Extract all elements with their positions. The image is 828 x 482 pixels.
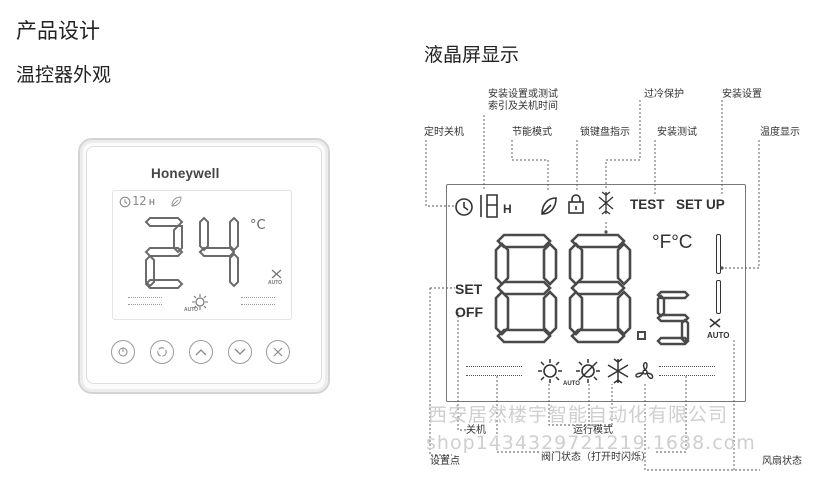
device-temperature-digits: [144, 216, 239, 289]
label-set-point: 设置点: [430, 456, 460, 467]
device-unit: °C: [250, 218, 266, 233]
label-install-setting-query: 安装设置或测试: [488, 89, 558, 100]
fan-blade-icon: [635, 362, 654, 380]
overcool-snowflake-icon: [598, 191, 614, 215]
device-valve-bar-right: [241, 297, 275, 305]
section-title-lcd: 液晶屏显示: [424, 44, 520, 66]
valve-bar-left: [466, 366, 522, 376]
device-valve-bar-left: [128, 297, 162, 305]
label-install-setting: 安装设置: [722, 89, 762, 100]
fan-button[interactable]: [266, 340, 290, 364]
label-index-shutdown-time: 索引及关机时间: [488, 101, 558, 112]
label-timer-off: 定时关机: [424, 127, 464, 138]
device-mode-auto: AUTO: [184, 307, 199, 313]
label-run-mode: 运行模式: [573, 425, 613, 436]
temp-bar-lower: [716, 280, 721, 314]
heat-sun-icon: [538, 359, 562, 383]
label-temp-display: 温度显示: [760, 127, 800, 138]
chevron-up-icon: [195, 349, 207, 356]
leaf-icon: [171, 196, 182, 207]
lock-icon: [568, 194, 584, 214]
label-energy-mode: 节能模式: [512, 127, 552, 138]
mode-button[interactable]: [150, 340, 174, 364]
lcd-fan-icon: [709, 318, 721, 328]
label-fan-status: 风扇状态: [762, 456, 802, 467]
up-button[interactable]: [189, 340, 213, 364]
decimal-digit: [656, 290, 690, 346]
valve-bar-right: [659, 366, 715, 376]
down-button[interactable]: [228, 340, 252, 364]
chevron-down-icon: [234, 348, 246, 355]
label-overcool-protect: 过冷保护: [644, 89, 684, 100]
label-install-test: 安装测试: [657, 127, 697, 138]
timer-clock-icon: [455, 198, 473, 216]
watermark-shop: shop1434329721219.1688.com: [426, 432, 756, 454]
power-button[interactable]: [111, 340, 135, 364]
hour-digits: [480, 194, 498, 218]
setup-indicator: SET UP: [676, 197, 725, 212]
off-indicator: OFF: [455, 304, 483, 320]
set-indicator: SET: [455, 281, 483, 297]
device-time-unit: H: [149, 198, 155, 207]
device-fan-icon: [271, 269, 282, 279]
label-valve-status: 阀门状态（打开时闪烁）: [541, 452, 651, 463]
test-indicator: TEST: [630, 197, 665, 212]
clock-icon: [119, 196, 131, 208]
power-icon: [118, 347, 128, 357]
label-shutdown: 关机: [466, 425, 486, 436]
hour-unit: H: [503, 202, 512, 216]
fan-icon: [273, 347, 283, 357]
mode-cycle-icon: [157, 347, 167, 357]
brand-logo: Honeywell: [151, 166, 220, 181]
cool-snowflake-icon: [607, 358, 629, 384]
device-fan-auto: AUTO: [268, 280, 283, 286]
lcd-unit: °F°C: [652, 232, 693, 253]
auto-sun-icon: [576, 359, 600, 383]
energy-leaf-icon: [541, 197, 557, 215]
mode-auto: AUTO: [563, 381, 580, 387]
watermark-company: 西安居然楼宇智能自动化有限公司: [428, 404, 729, 426]
section-title-product-design: 产品设计: [16, 19, 100, 43]
temp-bar-upper: [716, 234, 721, 274]
device-sun-icon: [192, 294, 208, 310]
main-temperature-digits: [494, 233, 646, 344]
lcd-fan-auto: AUTO: [707, 331, 730, 340]
label-keypad-lock: 锁键盘指示: [580, 127, 630, 138]
section-title-appearance: 温控器外观: [16, 64, 112, 86]
device-time-value: 12: [132, 194, 147, 208]
